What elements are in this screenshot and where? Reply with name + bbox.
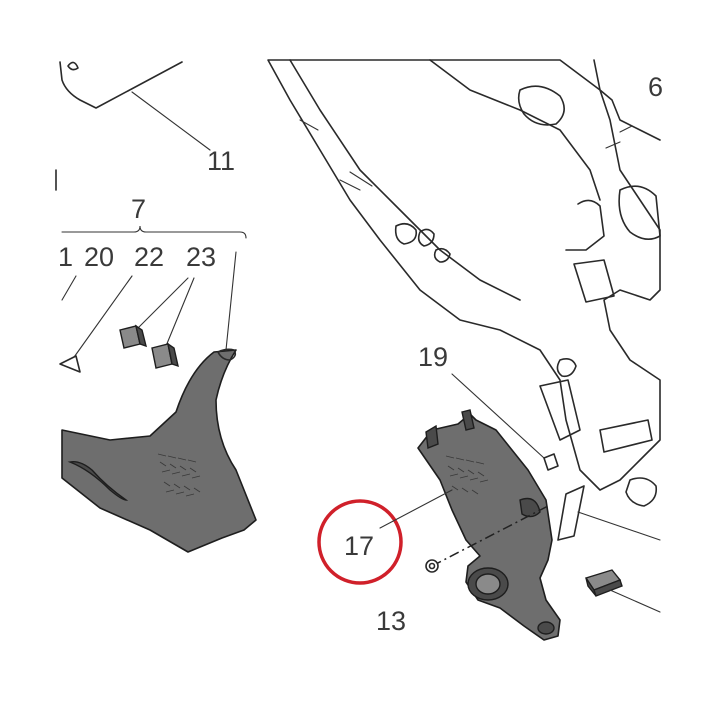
part-19-shim [543, 453, 559, 471]
screw-13 [425, 559, 439, 573]
part-23-pad [151, 342, 179, 369]
leader-19 [451, 373, 545, 459]
part-11-outline [55, 61, 183, 191]
motorcycle-frame [267, 59, 661, 507]
callout-23: 23 [186, 242, 216, 272]
left-fairing-panel [61, 348, 257, 553]
part-22-pad [119, 324, 147, 349]
callout-11: 11 [207, 146, 235, 176]
assembly-axis [431, 505, 549, 567]
callout-20: 20 [84, 242, 114, 272]
callout-19: 19 [418, 342, 448, 372]
part-20-tab [59, 355, 81, 373]
leader-22 [135, 277, 189, 331]
callout-1: 1 [58, 242, 73, 272]
group-bracket-7 [61, 225, 247, 239]
callout-17: 17 [344, 531, 374, 561]
leader-1 [61, 275, 77, 301]
leader-11 [131, 91, 211, 151]
callout-7: 7 [131, 194, 146, 224]
part-17-cover [417, 409, 561, 641]
callout-13: 13 [376, 606, 406, 636]
leader-17 [379, 489, 453, 529]
highlight-circle-17 [317, 499, 403, 585]
leader-shim [577, 511, 661, 541]
leader-23 [165, 277, 195, 347]
callout-22: 22 [134, 242, 164, 272]
leader-7 [225, 251, 237, 351]
leader-20 [71, 275, 133, 361]
rubber-block [584, 569, 623, 597]
leader-block [609, 589, 661, 613]
callout-6: 6 [648, 72, 663, 102]
shim-plate [557, 485, 585, 541]
